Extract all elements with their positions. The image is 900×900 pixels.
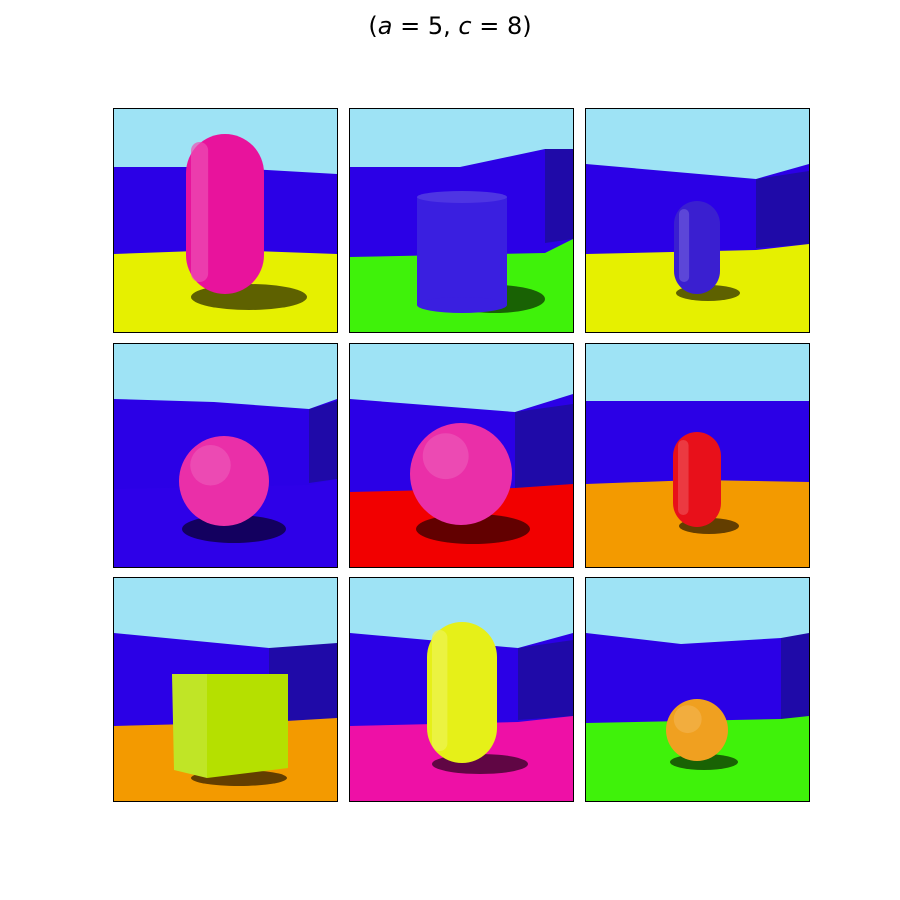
scene-image <box>586 344 809 567</box>
capsule-highlight <box>191 142 209 282</box>
cylinder-top <box>417 191 507 203</box>
sky <box>114 578 337 648</box>
side-wall <box>781 630 809 720</box>
scene-image <box>350 109 573 332</box>
scene-image <box>350 344 573 567</box>
scene-tile-9 <box>585 577 810 802</box>
title-var-c: c <box>458 12 472 40</box>
scene-image <box>114 578 337 801</box>
sphere-object <box>410 423 512 525</box>
title-var-a: a <box>377 12 393 40</box>
cube-front-face <box>207 674 288 778</box>
sky <box>350 109 573 167</box>
side-wall <box>545 141 573 243</box>
cylinder-body <box>417 197 507 305</box>
sky <box>586 109 809 179</box>
capsule-highlight <box>679 209 690 282</box>
scene-image <box>350 578 573 801</box>
scene-image <box>114 344 337 567</box>
sky <box>350 344 573 412</box>
scene-tile-7 <box>113 577 338 802</box>
scene-image <box>114 109 337 332</box>
title-value-a: = 5, <box>392 12 459 40</box>
capsule-highlight <box>432 630 448 751</box>
cylinder-base <box>417 297 507 313</box>
sphere-object <box>179 436 269 526</box>
scene-tile-4 <box>113 343 338 568</box>
side-wall <box>756 171 809 248</box>
sky <box>350 578 573 648</box>
scene-image <box>586 578 809 801</box>
capsule-highlight <box>678 440 689 515</box>
side-wall <box>515 404 573 488</box>
scene-tile-6 <box>585 343 810 568</box>
scene-tile-5 <box>349 343 574 568</box>
side-wall <box>518 640 573 720</box>
scene-tile-3 <box>585 108 810 333</box>
sphere-highlight <box>673 705 702 734</box>
cube-left-face <box>172 674 207 778</box>
scene-tile-1 <box>113 108 338 333</box>
title-value-c: = 8) <box>471 12 532 40</box>
title-open-paren: ( <box>368 12 378 40</box>
scene-tile-2 <box>349 108 574 333</box>
figure-title: (a = 5, c = 8) <box>0 12 900 40</box>
sky <box>586 344 809 401</box>
sky <box>586 578 809 644</box>
side-wall <box>309 401 337 483</box>
scene-tile-8 <box>349 577 574 802</box>
sphere-highlight <box>190 445 231 486</box>
sphere-object <box>666 699 728 761</box>
scene-image <box>586 109 809 332</box>
sky <box>114 344 337 409</box>
sphere-highlight <box>422 433 469 480</box>
